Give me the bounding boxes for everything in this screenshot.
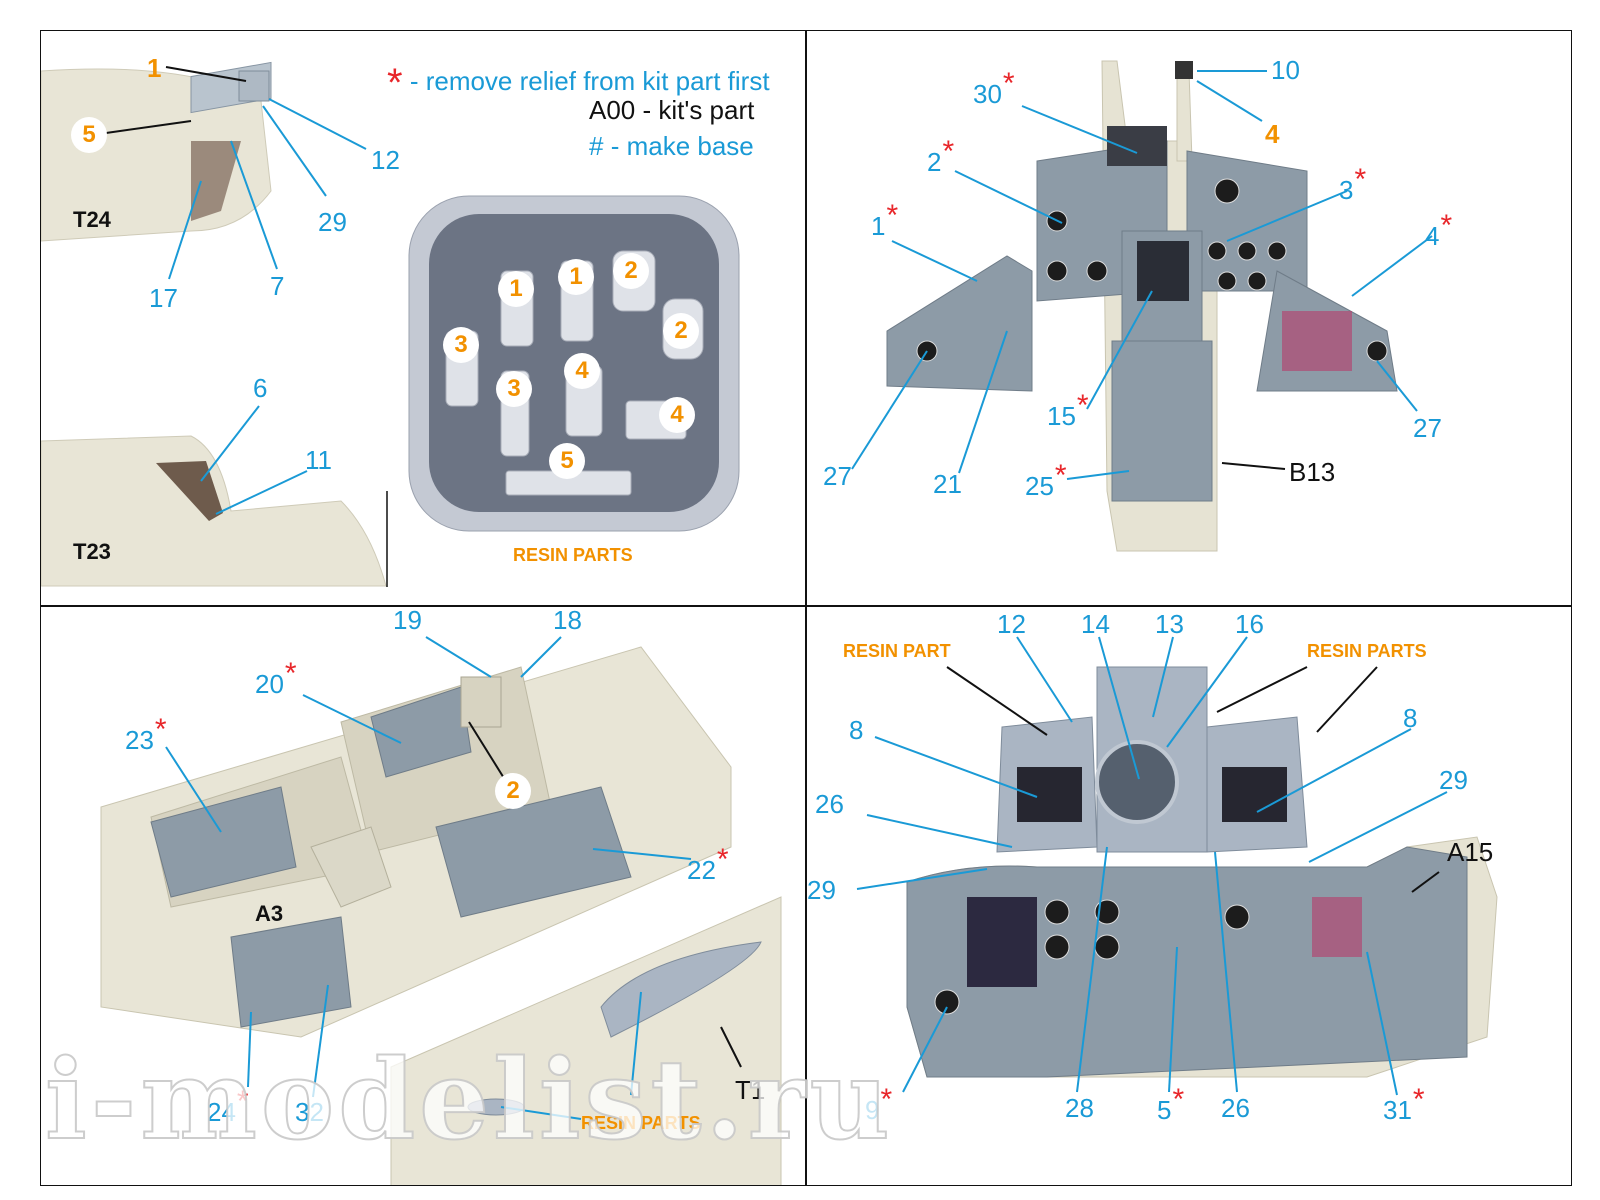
kit-part-label: T23 [73,539,111,564]
part-label-29: 29 [1439,765,1468,795]
part-label-19: 19 [393,606,422,635]
part-label-27: 27 [823,461,852,491]
tray-part-number: 4 [659,397,695,433]
tray-part-number: 4 [564,353,600,389]
part-label-1: 1* [871,199,899,241]
resin-number: 2 [495,773,531,809]
tray-part-number: 2 [663,313,699,349]
part-label-3: 3* [1339,163,1367,205]
part-label-14: 14 [1081,609,1110,639]
resin-parts-caption: RESIN PARTS [581,1113,701,1133]
part-label-15: 15* [1047,389,1089,431]
part-label-30: 30* [973,67,1015,109]
part-label-2: 2* [927,135,955,177]
kit-part-label: A15 [1447,837,1494,867]
resin-number: 4 [1265,119,1280,149]
part-label-23: 23* [125,713,167,755]
legend-kit-part: A00 - kit's part [589,95,755,125]
part-label-17: 17 [149,283,178,313]
part-label-8: 8 [1403,703,1418,733]
part-label-20: 20* [255,657,297,699]
part-label-29: 29 [318,207,347,237]
part-label-13: 13 [1155,609,1184,639]
tray-part-number: 3 [443,327,479,363]
panel-instrument-panel: 10 4 30* 2* 3* 1* 4* 15* 27 21 25* 27 B1… [806,30,1572,606]
part-label-18: 18 [553,606,582,635]
part-label-4: 4* [1425,209,1453,251]
tray-part-number: 2 [613,253,649,289]
resin-parts-caption: RESIN PARTS [513,545,633,565]
resin-number: 1 [147,53,162,83]
part-label-28: 28 [1065,1093,1094,1123]
part-label-16: 16 [1235,609,1264,639]
part-label-32: 32 [295,1097,324,1127]
kit-part-label: T1 [735,1075,766,1105]
instrument-panel-illustration [851,60,1433,552]
part-label-12: 12 [371,145,400,175]
part-label-29: 29 [807,875,836,905]
part-label-31: 31* [1383,1083,1425,1125]
part-label-12: 12 [997,609,1026,639]
legend-remove-relief: * - remove relief from kit part first [387,61,770,105]
panel-sidewall-details: 1 5 12 29 17 7 T24 6 11 T23 * - remove r… [40,30,806,606]
part-label-24: 24* [207,1085,249,1127]
panel-cockpit-tub: 19 18 20* 23* 22* 24* 32 2 A3 T1 RESIN P… [40,606,806,1186]
tray-part-number: 1 [498,271,534,307]
rear-cockpit-illustration [856,636,1498,1096]
part-label-9: 9* [865,1083,893,1125]
part-label-10: 10 [1271,55,1300,85]
kit-part-label: A3 [255,901,284,926]
part-label-26: 26 [1221,1093,1250,1123]
part-label-25: 25* [1025,459,1067,501]
part-label-11: 11 [305,445,332,475]
part-label-27: 27 [1413,413,1442,443]
red-star-icon: * [387,61,403,105]
kit-part-label: B13 [1289,457,1336,487]
watermark: i-modelist.ru [44,1034,894,1165]
cockpit-tub-illustration [100,636,782,1185]
part-label-6: 6 [253,373,268,403]
part-label-5: 5* [1157,1083,1185,1125]
resin-number: 5 [71,117,107,153]
resin-parts-caption: RESIN PARTS [1307,641,1427,661]
part-label-21: 21 [933,469,962,499]
tray-part-number: 1 [558,259,594,295]
part-label-22: 22* [687,843,729,885]
tray-part-number: 5 [549,443,585,479]
kit-part-label: T24 [73,207,111,232]
tray-part-number: 3 [496,371,532,407]
legend-make-base: # - make base [589,131,754,161]
part-label-7: 7 [270,271,285,301]
resin-part-caption: RESIN PART [843,641,951,661]
part-label-26: 26 [815,789,844,819]
panel-rear-cockpit: RESIN PART RESIN PARTS 12 14 13 16 8 8 2… [806,606,1572,1186]
part-label-8: 8 [849,715,864,745]
hash-icon: # [589,131,604,161]
